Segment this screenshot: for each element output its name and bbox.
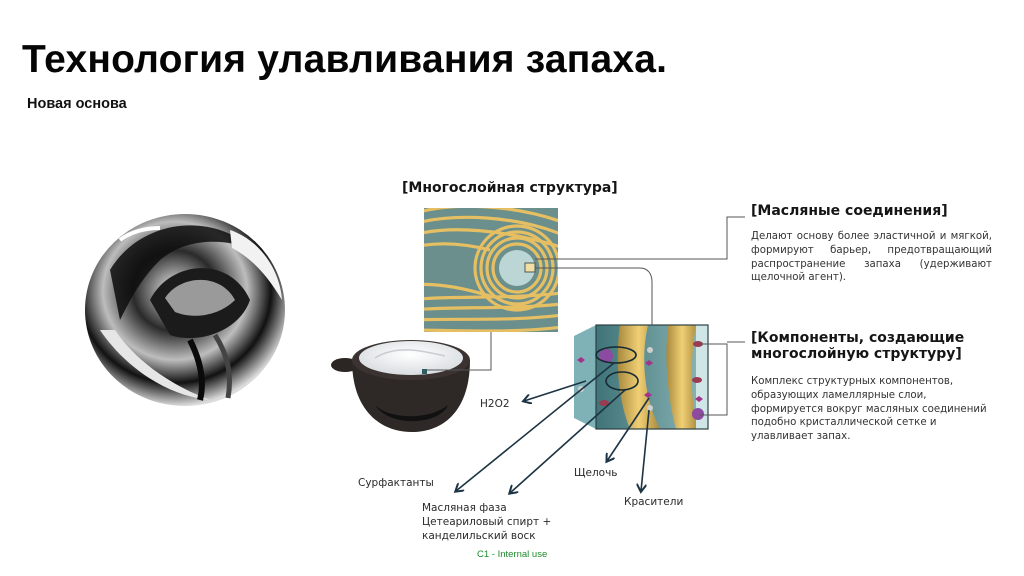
layer-components-description: Комплекс структурных компонентов, образу… [751,376,987,443]
label-oil-phase: Масляная фаза [422,502,507,514]
label-oil-phase-ingredients-1: Цетеариловый спирт + [422,516,552,528]
slide-title: Технология улавливания запаха. [22,38,668,81]
oil-compounds-description: Делают основу более эластичной и мягкой,… [751,231,992,284]
chrome-orb-image [85,214,285,406]
label-surfactants: Сурфактанты [358,477,434,489]
lamellar-cube-image [574,324,709,430]
label-h2o2: H2O2 [480,398,510,410]
connector-lines [427,216,745,416]
arrows [456,362,650,493]
layer-components-header: [Компоненты, создающие многослойную стру… [751,330,965,362]
classification-footer: C1 - Internal use [477,549,548,560]
label-alkali: Щелочь [574,467,618,479]
label-dyes: Красители [624,496,684,508]
cream-bowl-image [331,340,470,432]
multilayer-structure-header: [Многослойная структура] [402,180,618,196]
slide-subtitle: Новая основа [27,96,127,112]
multilayer-structure-image [424,208,558,332]
oil-compounds-header: [Масляные соединения] [751,203,948,219]
label-oil-phase-ingredients-2: канделильский воск [422,530,536,542]
